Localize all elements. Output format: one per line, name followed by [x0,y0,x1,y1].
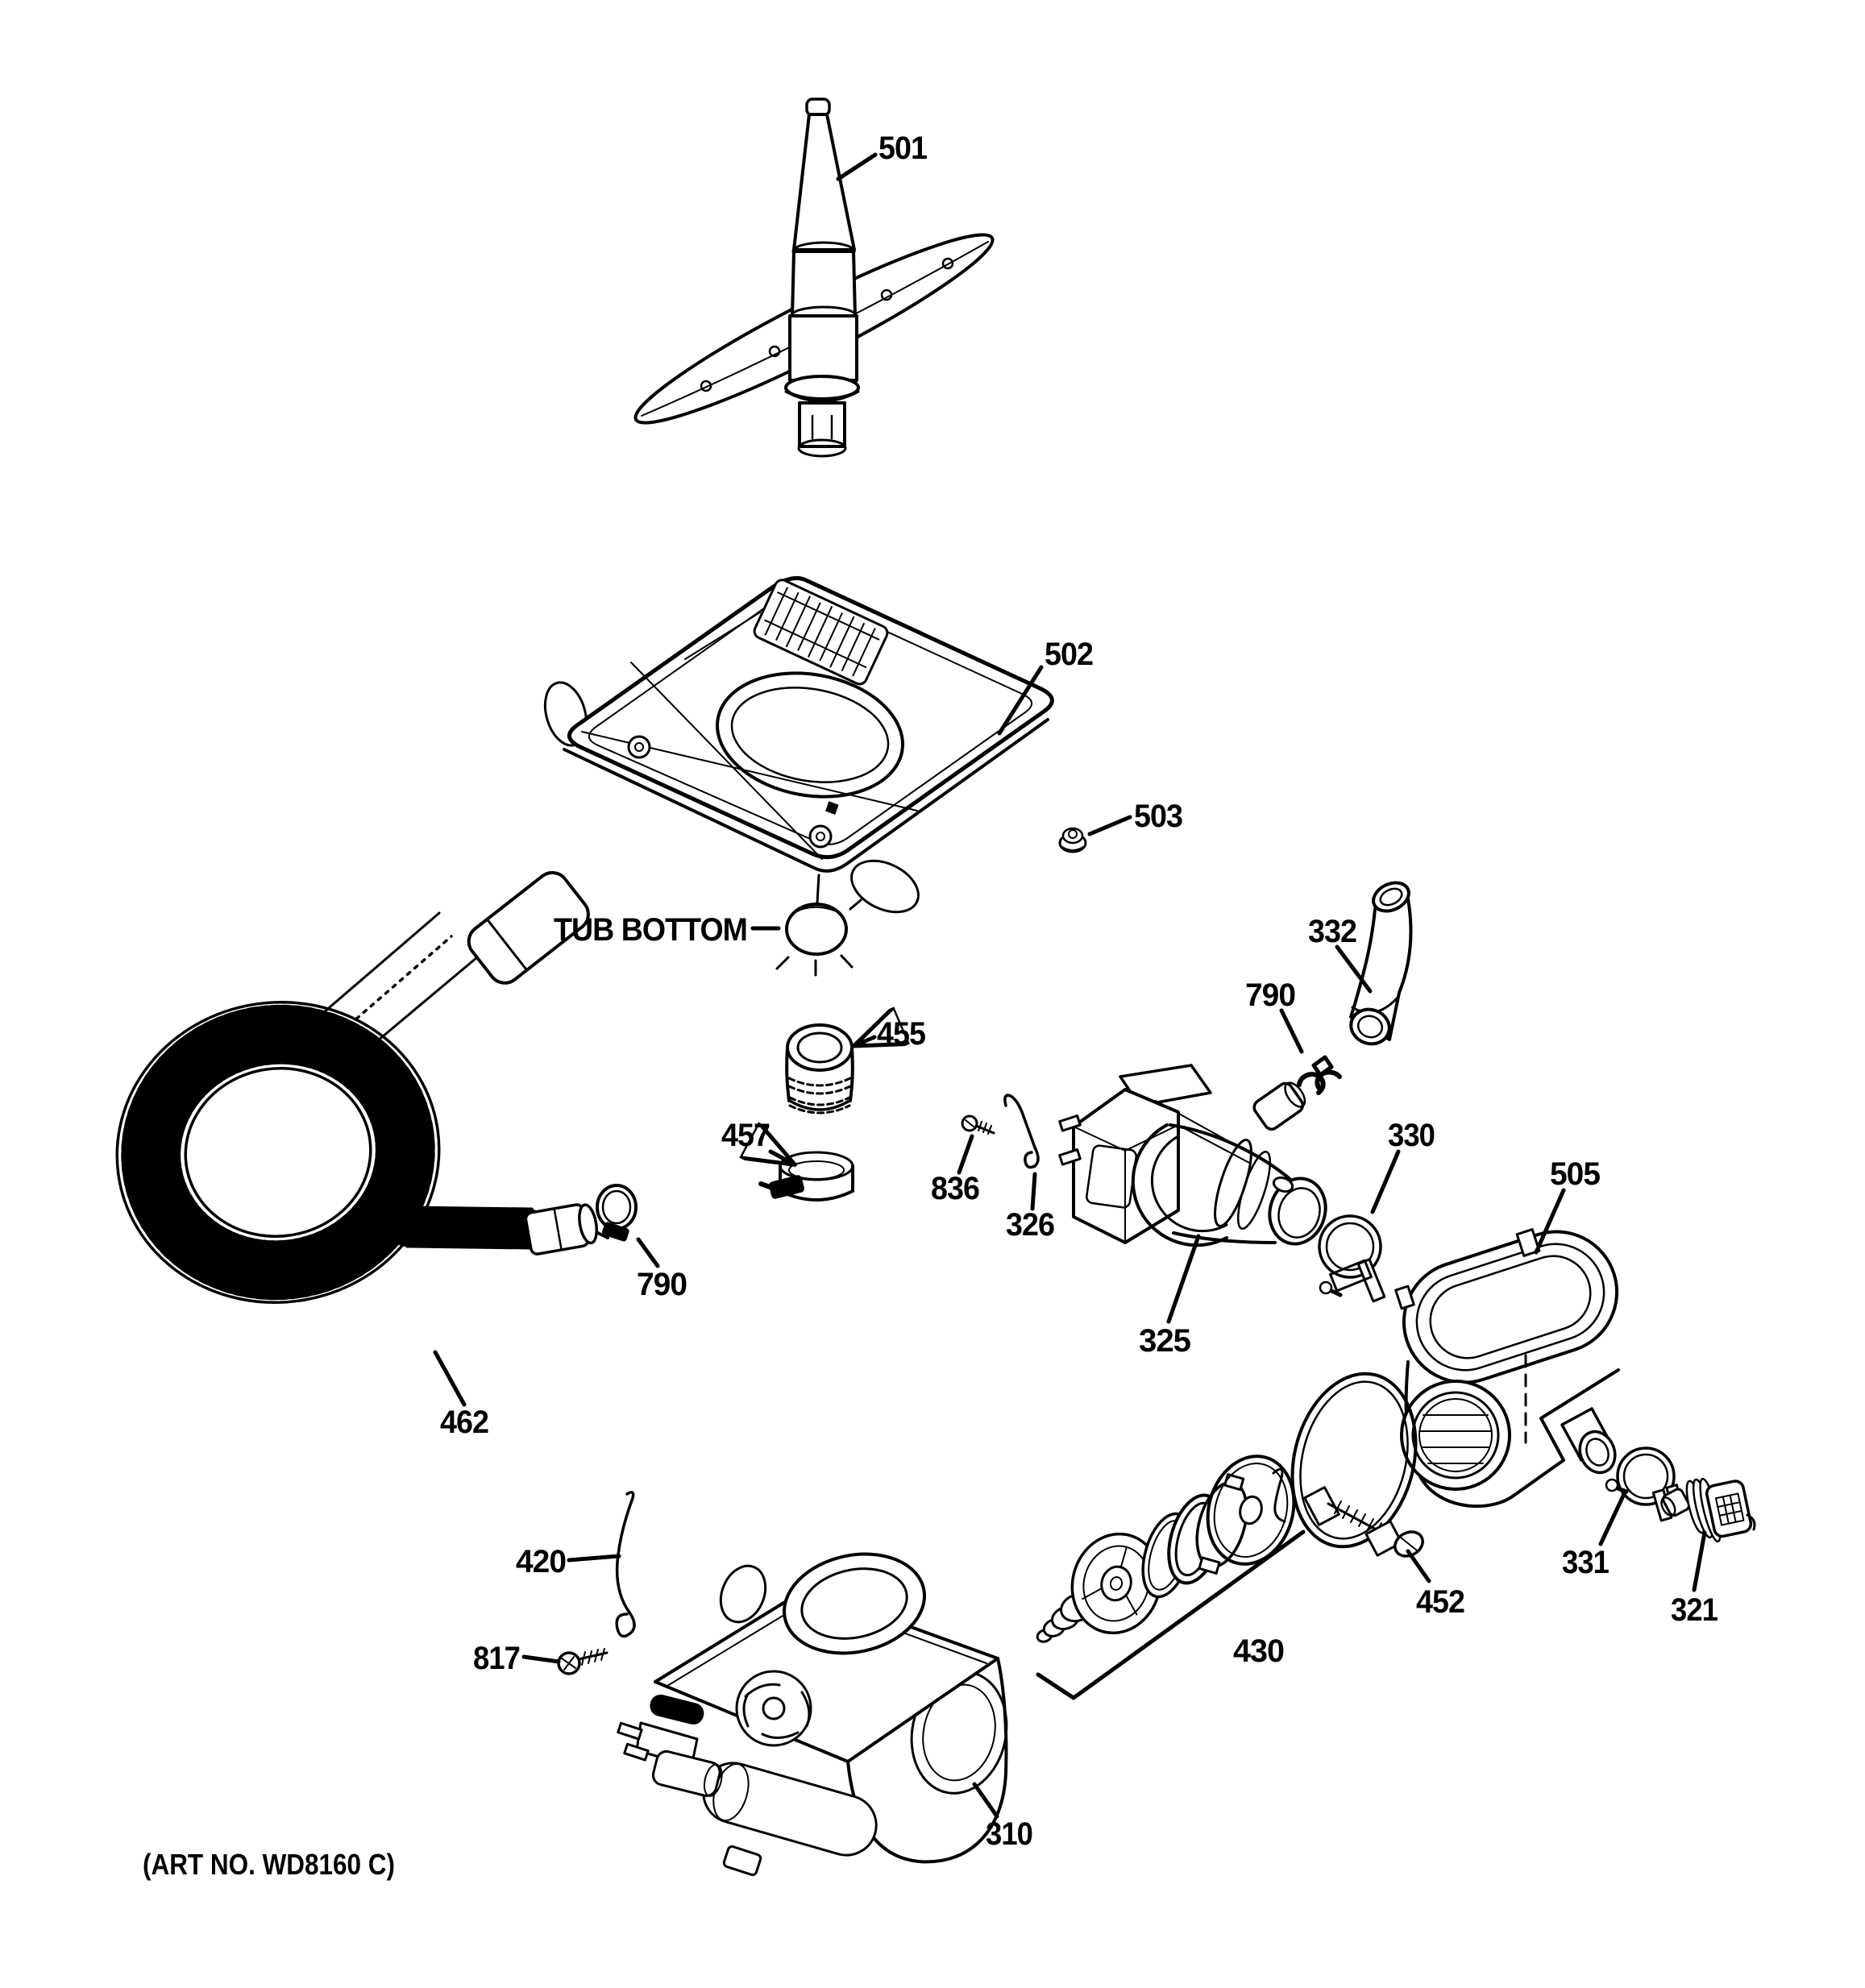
group-bracket-430 [1036,1529,1306,1700]
label-790-top: 790 [1245,977,1295,1013]
art-number: (ART NO. WD8160 C) [143,1848,395,1881]
drain-elbow-hose [1349,881,1413,1046]
label-462: 462 [440,1405,488,1440]
label-330: 330 [1388,1118,1435,1153]
label-502: 502 [1045,637,1093,672]
label-452: 452 [1416,1584,1464,1620]
tub-bottom-plate [543,576,1054,914]
label-430: 430 [1233,1633,1284,1669]
tub-bottom-opening-callout [775,874,862,977]
motor-pump-mechanism [617,1552,1008,1877]
label-817: 817 [473,1641,520,1676]
hose-clamp-330 [1318,1214,1386,1303]
label-331: 331 [1562,1545,1610,1580]
wire-clip-420 [615,1491,636,1638]
label-455: 455 [877,1016,926,1052]
spring-clamp-top [1297,1055,1342,1095]
label-420: 420 [516,1544,566,1579]
drain-pump [1058,1064,1327,1247]
label-836: 836 [931,1171,979,1206]
hose-clamp-452 [1290,1372,1424,1558]
part-labels: 501 502 503 TUB BOTTOM 455 457 836 326 3… [143,131,1719,1881]
sump-housing [1394,1228,1620,1509]
label-457: 457 [721,1118,770,1153]
label-505: 505 [1550,1156,1601,1192]
label-325: 325 [1139,1323,1191,1359]
pump-connector [1660,1477,1756,1543]
filter-impeller-kit [1036,1455,1296,1643]
label-326: 326 [1006,1207,1054,1243]
label-790-hose: 790 [637,1267,687,1302]
mounting-nut [1058,827,1087,853]
screw-836 [961,1114,995,1135]
hose-clamp-790 [596,1184,638,1242]
drain-hose-coil [115,870,598,1305]
label-310: 310 [986,1816,1032,1852]
label-501: 501 [879,131,928,166]
label-332: 332 [1308,914,1356,949]
wire-link-326 [1003,1094,1040,1169]
label-321: 321 [1671,1592,1718,1628]
label-tub-bottom: TUB BOTTOM [554,912,747,948]
sump-coupling [785,1023,854,1114]
spray-arm-with-conduit [633,98,995,458]
label-503: 503 [1134,799,1182,834]
screw-817 [557,1648,609,1675]
coupling-clamp-457 [758,1151,854,1202]
leader-lines [433,152,1707,1819]
